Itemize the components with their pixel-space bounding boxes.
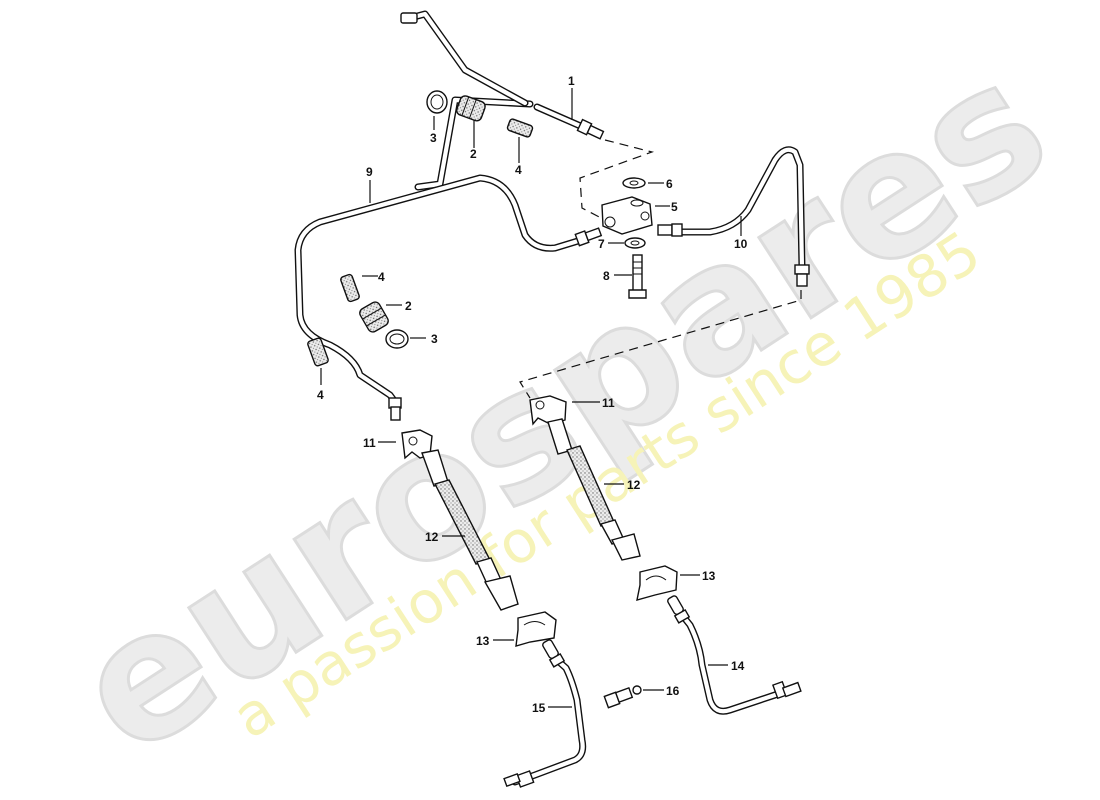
- part-12-hose-right[interactable]: [547, 418, 641, 561]
- part-5-distributor[interactable]: [601, 196, 653, 235]
- callout-6: 6: [666, 177, 673, 191]
- part-4-sleeve-middle[interactable]: [340, 273, 360, 303]
- part-11-bracket-right[interactable]: [529, 395, 567, 426]
- callout-13-right: 13: [702, 569, 716, 583]
- part-4-sleeve-upper[interactable]: [506, 118, 534, 138]
- part-14-brake-line[interactable]: [666, 594, 802, 715]
- part-12-hose-left[interactable]: [421, 449, 519, 611]
- callout-16: 16: [666, 684, 680, 698]
- callout-4-upper: 4: [515, 163, 522, 177]
- callout-8: 8: [603, 269, 610, 283]
- callout-7: 7: [598, 237, 605, 251]
- callout-4-lower: 4: [317, 388, 324, 402]
- part-15-brake-line[interactable]: [503, 638, 587, 788]
- part-13-clip-left[interactable]: [515, 611, 557, 647]
- part-9-brake-line[interactable]: [294, 174, 603, 421]
- callout-15: 15: [532, 701, 546, 715]
- callout-12-left: 12: [425, 530, 439, 544]
- part-6-washer[interactable]: [622, 177, 646, 189]
- callout-9: 9: [366, 165, 373, 179]
- fitting-icon: [400, 12, 418, 24]
- part-1-brake-line[interactable]: [400, 10, 605, 191]
- callout-11-left: 11: [363, 436, 376, 450]
- callout-5: 5: [671, 200, 678, 214]
- callout-1: 1: [568, 74, 575, 88]
- part-2-grommet-upper[interactable]: [455, 94, 486, 122]
- callout-2-middle: 2: [405, 299, 412, 313]
- part-3-clip-middle[interactable]: [385, 329, 409, 349]
- part-4-sleeve-lower[interactable]: [307, 337, 329, 367]
- part-13-clip-right[interactable]: [636, 565, 678, 601]
- callout-2-upper: 2: [470, 147, 477, 161]
- callout-11-right: 11: [602, 396, 615, 410]
- callout-3-upper: 3: [430, 131, 437, 145]
- callout-12-right: 12: [627, 478, 641, 492]
- callout-10: 10: [734, 237, 748, 251]
- part-7-washer[interactable]: [624, 237, 646, 249]
- part-3-clip-upper[interactable]: [426, 90, 448, 114]
- callout-4-middle: 4: [378, 270, 385, 284]
- callout-13-left: 13: [476, 634, 490, 648]
- callout-3-middle: 3: [431, 332, 438, 346]
- callout-14: 14: [731, 659, 745, 673]
- part-10-brake-line[interactable]: [657, 146, 810, 287]
- part-2-grommet-middle[interactable]: [358, 300, 390, 334]
- part-16-bleeder[interactable]: [603, 685, 642, 709]
- part-8-bolt[interactable]: [628, 254, 647, 299]
